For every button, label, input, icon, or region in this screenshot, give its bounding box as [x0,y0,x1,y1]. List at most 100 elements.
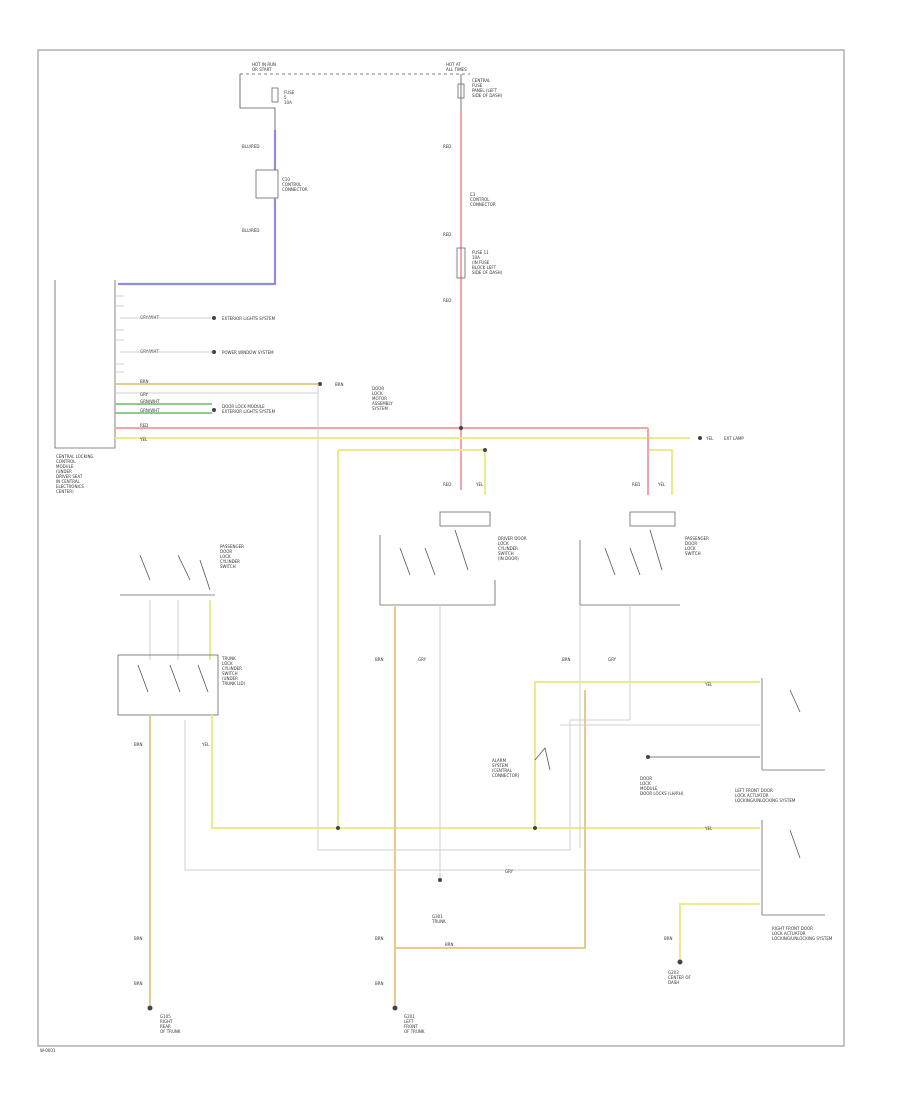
actuator-contact [789,689,801,713]
wire-label-brn-6: BRN [375,657,384,662]
sw-right-1: PASSENGER [685,536,709,541]
fuse-right-symbol [457,83,465,99]
actuator-top [761,678,825,771]
sw-left-top-3: LOCK [220,554,231,559]
fuse-left-3: 10A [284,100,292,105]
wire-label-gry-1: GRY [418,657,427,662]
ground-center-2: LEFT [404,1019,414,1024]
ground-center-3: FRONT [404,1024,418,1029]
wire-label-red-5: RED [443,482,451,487]
sw-right-2: DOOR [685,541,697,546]
splice-lower-mid [438,878,442,882]
connector-c10-2: CONTROL [282,182,302,187]
pass-door-3: MOTOR [372,396,387,401]
fuse-left-2: 5 [284,95,287,100]
module-ref-2: POWER WINDOW SYSTEM [222,350,274,355]
switch-right: PASSENGER DOOR LOCK SWITCH [579,511,709,606]
actuator-contact [789,829,801,859]
sw-left-bottom-4: SWITCH [222,671,238,676]
wire-label-yel-6: YEL [704,826,713,831]
fuse-11-box [456,247,466,279]
wire-label-yel-2: YEL [475,482,484,487]
module-label-5: DRIVER SEAT [56,474,83,479]
module-label-2: CONTROL [56,459,76,464]
wire-label-gry-3: GRY [505,869,514,874]
fuse-11-5: SIDE OF DASH) [472,270,503,275]
fuse-11-1: FUSE 11 [472,250,489,255]
wire-label-brn-9: BRN [445,942,454,947]
splice-red [459,426,463,430]
wire-label-yel-5: YEL [704,682,713,687]
ref-left-front-3: LOCKING/UNLOCKING SYSTEM [735,798,796,803]
wire-label-grn-1: GRN/WHT [140,399,160,404]
ref-alarm-1: ALARM [492,758,507,763]
splice-yel-lower-2 [533,826,537,830]
header-right-line-1: HOT AT [446,62,461,67]
actuator-bottom [761,820,825,916]
sw-left-top-5: SWITCH [220,564,236,569]
sw-right-4: SWITCH [685,551,701,556]
wire-label-red-3: RED [443,298,451,303]
connector-c3-1: C3 [470,192,476,197]
wire-label-yel-3: YEL [657,482,666,487]
switch-left-top: PASSENGER DOOR LOCK CYLINDER SWITCH [120,544,244,596]
switch-contact [197,664,209,693]
wire-label-brn-1: BRN [140,379,149,384]
wire-label-brn-7: BRN [375,936,384,941]
brown-center-loop [395,690,586,949]
ground-lower-2: TRUNK [431,919,446,924]
switch-contact [424,547,436,576]
ref-alarm-2: SYSTEM [492,763,508,768]
switch-contact [649,529,663,571]
central-locking-module: CENTRAL LOCKING CONTROL MODULE (UNDER DR… [54,280,116,494]
yellow-bus-right [648,449,673,495]
fuse-left-1: FUSE [284,90,295,95]
switch-center: DRIVER DOOR LOCK CYLINDER SWITCH (IN DOO… [379,511,527,606]
yellow-to-actuator-top [534,681,760,828]
switch-contact [169,664,181,693]
ref-door-lock-1: DOOR [640,776,652,781]
wire-label-yel-4: YEL [201,742,210,747]
pass-door-ref: DOOR LOCK MOTOR ASSEMBLY SYSTEM [372,386,393,411]
switch-contact [177,554,191,581]
wire-label-brn-8: BRN [375,981,384,986]
ground-left-dot [147,1005,153,1011]
module-label-4: (UNDER [56,469,72,474]
ref-left-front-2: LOCK ACTUATOR [735,793,769,798]
ref-door-lock-4: DOOR LOCKS (LH/RH) [640,791,684,796]
switch-contact [629,547,641,576]
ref-alarm-4: CONNECTOR) [492,773,520,778]
ref-left-front-1: LEFT FRONT DOOR [735,788,773,793]
sw-left-top-4: CYLINDER [220,559,240,564]
connector-box-center [439,511,491,527]
wire-label-brn-3: BRN [134,742,143,747]
module-pin-gry-3: GRY [140,392,149,397]
ext-lamp-dot [698,436,702,440]
header-right-line-2: ALL TIMES [446,67,467,72]
module-label-1: CENTRAL LOCKING [56,454,94,459]
module-outline [54,280,116,449]
fuse-right-1: CENTRAL [472,78,491,83]
splice-yel-lower [336,826,340,830]
sw-left-bottom-5: (UNDER [222,676,238,681]
splice-yel [483,448,487,452]
ground-right-1: G203 [668,970,679,975]
sw-center-5: (IN DOOR) [498,556,519,561]
wire-label-red-6: RED [632,482,640,487]
switch-frame [579,540,680,606]
switch-contact [399,547,411,576]
sw-center-3: CYLINDER [498,546,518,551]
pass-door-5: SYSTEM [372,406,388,411]
module-ref-1: EXTERIOR LIGHTS SYSTEM [222,316,276,321]
ref-right-front-1: RIGHT FRONT DOOR [772,926,813,931]
fuse-11-2: 10A [472,255,480,260]
gray-return-lower [184,720,760,871]
yellow-lower-bus [211,715,760,829]
wire-label-red-1: RED [443,144,451,149]
sw-center-1: DRIVER DOOR [498,536,527,541]
connector-c3-2: CONTROL [470,197,490,202]
pass-door-dot [318,382,322,386]
page-code: W-0001 [40,1048,56,1053]
fuse-11-3: (IN FUSE [472,260,490,265]
ref-right-front-2: LOCK ACTUATOR [772,931,806,936]
